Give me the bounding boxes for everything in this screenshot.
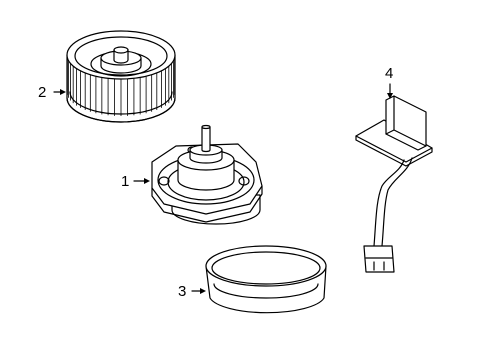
callout-4: 4 (385, 65, 394, 82)
blower-motor (151, 124, 263, 225)
seal-ring (205, 245, 327, 314)
leader-arrows (53, 83, 393, 294)
blower-wheel (66, 30, 176, 123)
callout-2: 2 (38, 84, 47, 101)
callout-3: 3 (178, 283, 187, 300)
callout-1: 1 (121, 173, 130, 190)
blower-resistor (355, 95, 433, 273)
